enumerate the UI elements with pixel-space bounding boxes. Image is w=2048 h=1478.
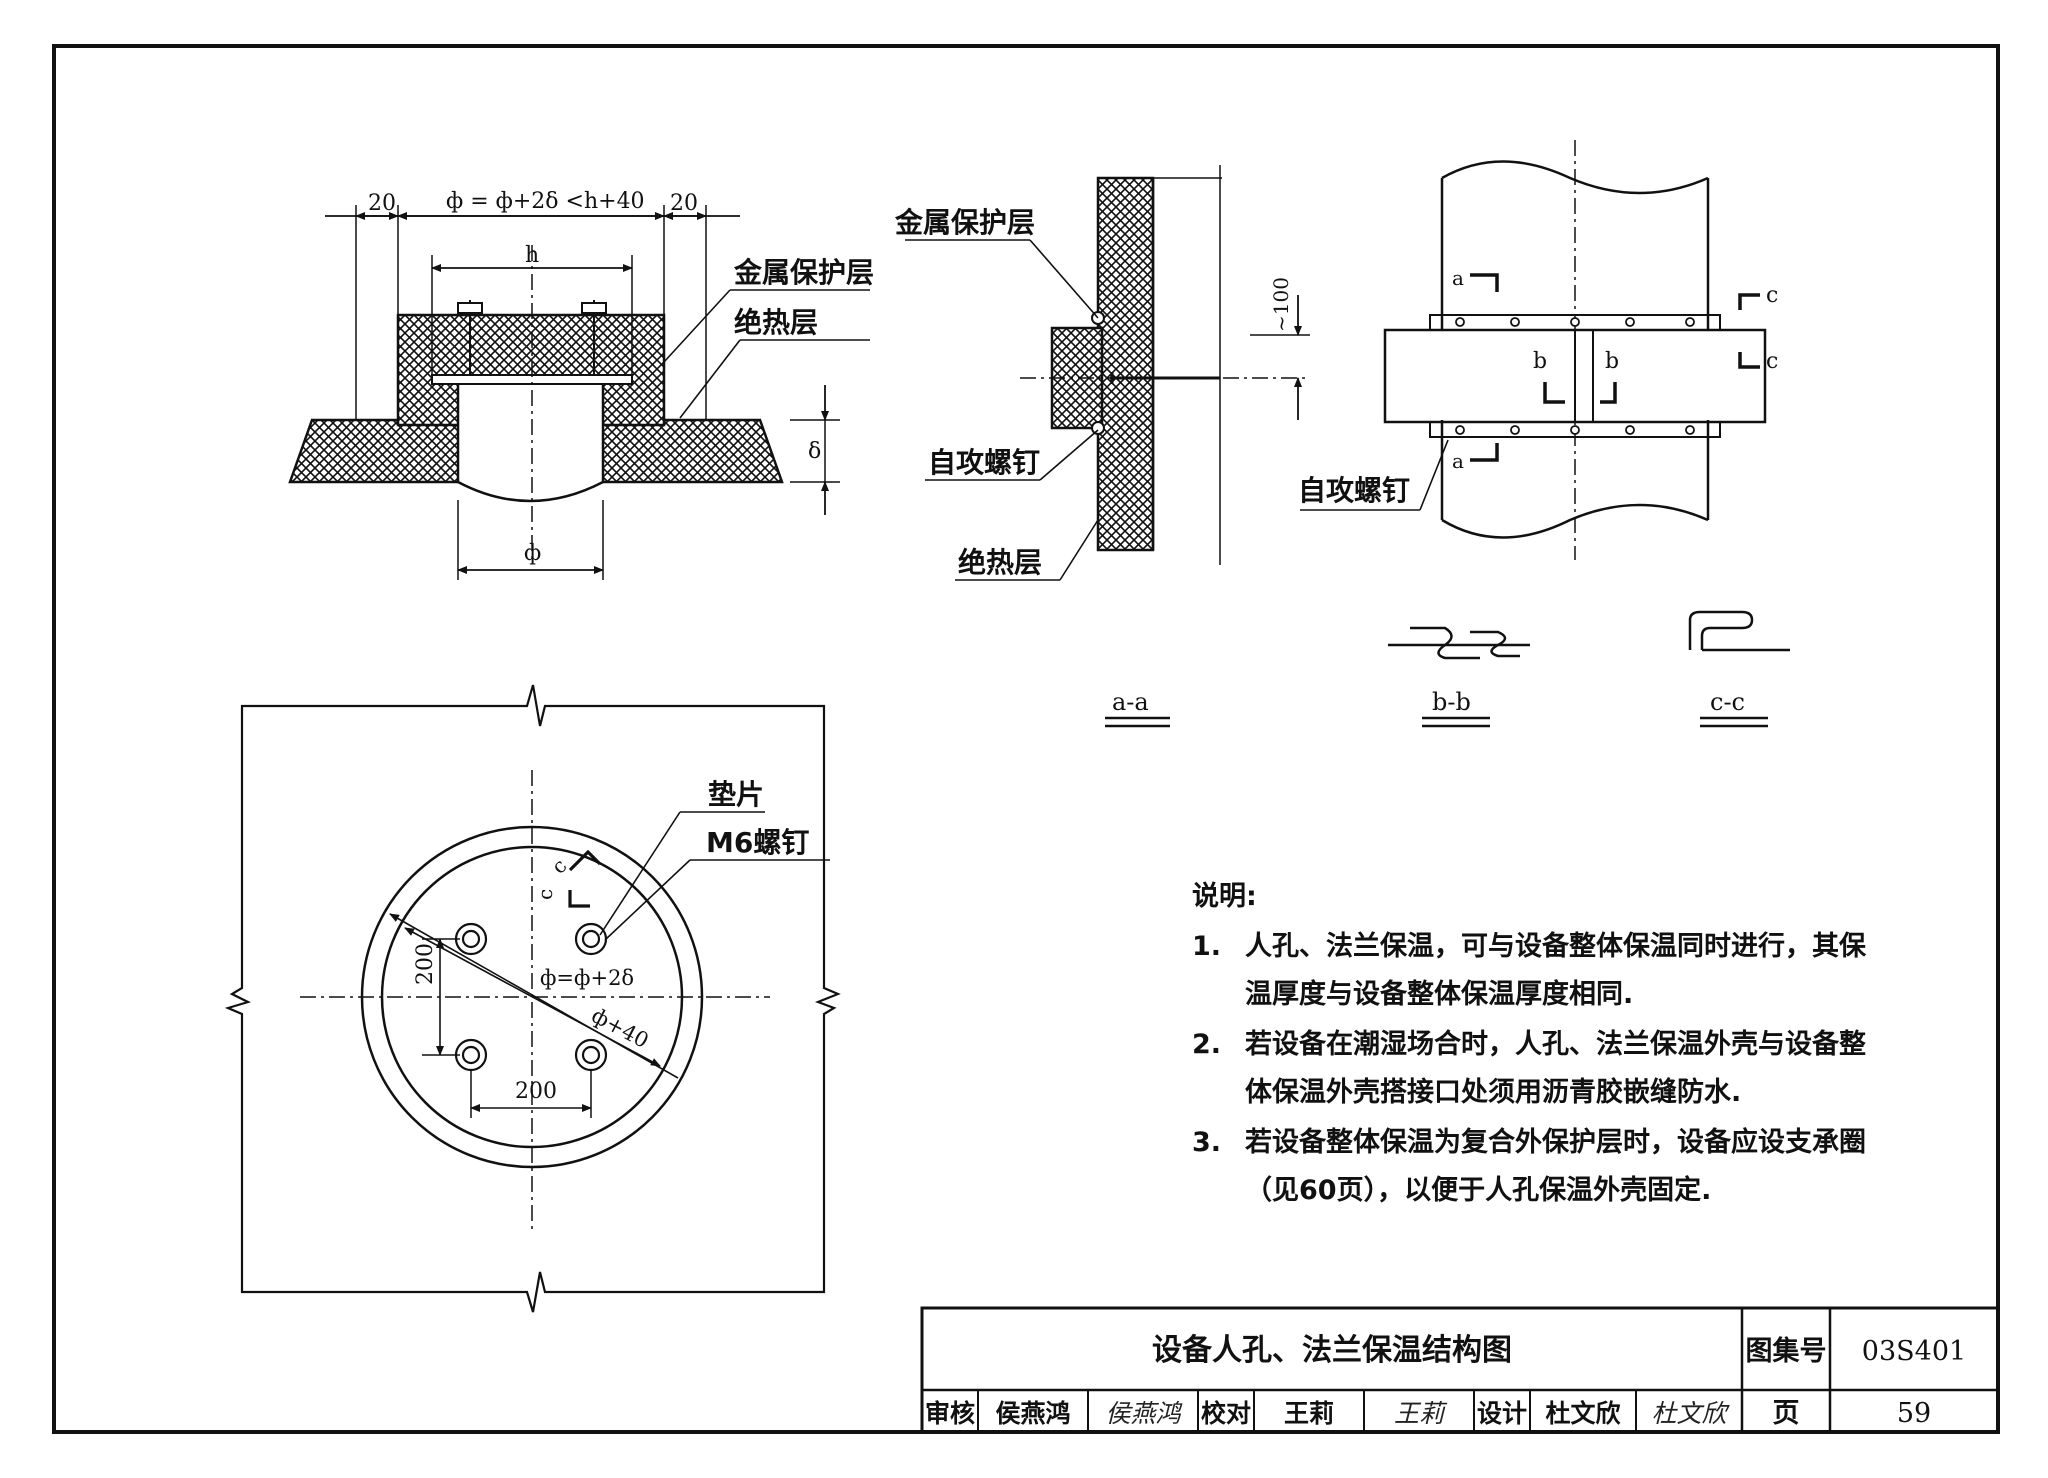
- pipe-label-screw: 自攻螺钉: [1298, 474, 1410, 507]
- plan-dim-200-horizontal: 200: [515, 1079, 557, 1104]
- drawing-title: 设备人孔、法兰保温结构图: [1152, 1333, 1512, 1368]
- design-label: 设计: [1477, 1399, 1527, 1428]
- designer-name: 杜文欣: [1545, 1399, 1620, 1428]
- dim-20-right: 20: [670, 191, 698, 216]
- section-label-cc: c-c: [1710, 688, 1745, 716]
- detail-view: [905, 165, 1310, 581]
- pipe-mark-a-top: a: [1452, 266, 1464, 290]
- dim-20-left: 20: [368, 191, 396, 216]
- note-2-line1: 若设备在潮湿场合时，人孔、法兰保温外壳与设备整: [1245, 1028, 1866, 1060]
- note-3-line1: 若设备整体保温为复合外保护层时，设备应设支承圈: [1245, 1126, 1866, 1158]
- section-view: [288, 205, 870, 580]
- pipe-mark-b-right: b: [1605, 349, 1619, 374]
- note-3-num: 3.: [1192, 1127, 1221, 1158]
- plan-label-washer: 垫片: [708, 778, 764, 811]
- review-label: 审核: [925, 1399, 975, 1428]
- pipe-mark-c-bottom: c: [1766, 349, 1778, 374]
- dim-phi: ф: [524, 541, 541, 566]
- note-2-num: 2.: [1192, 1029, 1221, 1060]
- section-label-aa: a-a: [1112, 688, 1149, 716]
- pipe-mark-b-left: b: [1533, 349, 1547, 374]
- designer-signature: 杜文欣: [1651, 1399, 1730, 1428]
- notes-heading: 说明:: [1192, 881, 1257, 912]
- plan-view: [224, 684, 841, 1313]
- dim-100: ~100: [1269, 277, 1293, 332]
- title-block: [920, 1306, 2000, 1434]
- plan-label-screw: M6螺钉: [706, 826, 809, 859]
- dim-phi-formula: ф = ф+2δ <h+40: [446, 189, 645, 214]
- atlas-number: 03S401: [1862, 1336, 1966, 1367]
- plan-dim-inner: ф=ф+2δ: [540, 966, 634, 990]
- page-number: 59: [1897, 1398, 1931, 1429]
- detail-label-insulation: 绝热层: [958, 546, 1042, 579]
- reviewer-name: 侯燕鸿: [995, 1399, 1070, 1428]
- page-label: 页: [1773, 1398, 1800, 1429]
- pipe-mark-c-top: c: [1766, 283, 1778, 308]
- note-3-line2: （见60页），以便于人孔保温外壳固定.: [1245, 1174, 1711, 1206]
- label-metal-layer: 金属保护层: [733, 256, 874, 289]
- section-label-bb: b-b: [1432, 688, 1471, 716]
- note-1-line2: 温厚度与设备整体保温厚度相同.: [1245, 978, 1633, 1010]
- check-label: 校对: [1201, 1399, 1251, 1428]
- label-insulation: 绝热层: [734, 306, 818, 339]
- note-2-line2: 体保温外壳搭接口处须用沥青胶嵌缝防水.: [1245, 1076, 1741, 1108]
- pipe-view: [1300, 140, 1767, 560]
- pipe-mark-a-bottom: a: [1452, 449, 1464, 473]
- detail-label-metal-layer: 金属保护层: [894, 206, 1035, 239]
- note-1-line1: 人孔、法兰保温，可与设备整体保温同时进行，其保: [1245, 930, 1867, 962]
- plan-mark-c2: c: [533, 889, 557, 900]
- plan-mark-c1: c: [547, 854, 572, 879]
- dim-delta: δ: [808, 439, 821, 464]
- reviewer-signature: 侯燕鸿: [1105, 1399, 1183, 1428]
- notes: 说明: 1. 人孔、法兰保温，可与设备整体保温同时进行，其保 温厚度与设备整体保…: [1192, 881, 1867, 1206]
- checker-name: 王莉: [1284, 1399, 1334, 1428]
- dim-h: h: [525, 243, 539, 268]
- section-symbols: [1105, 610, 1790, 728]
- note-1-num: 1.: [1192, 931, 1221, 962]
- sheet-border: [52, 44, 2000, 1434]
- atlas-label: 图集号: [1746, 1335, 1827, 1367]
- plan-dim-200-vertical: 200: [413, 943, 438, 985]
- checker-signature: 王莉: [1394, 1399, 1448, 1428]
- detail-label-screw: 自攻螺钉: [928, 446, 1040, 479]
